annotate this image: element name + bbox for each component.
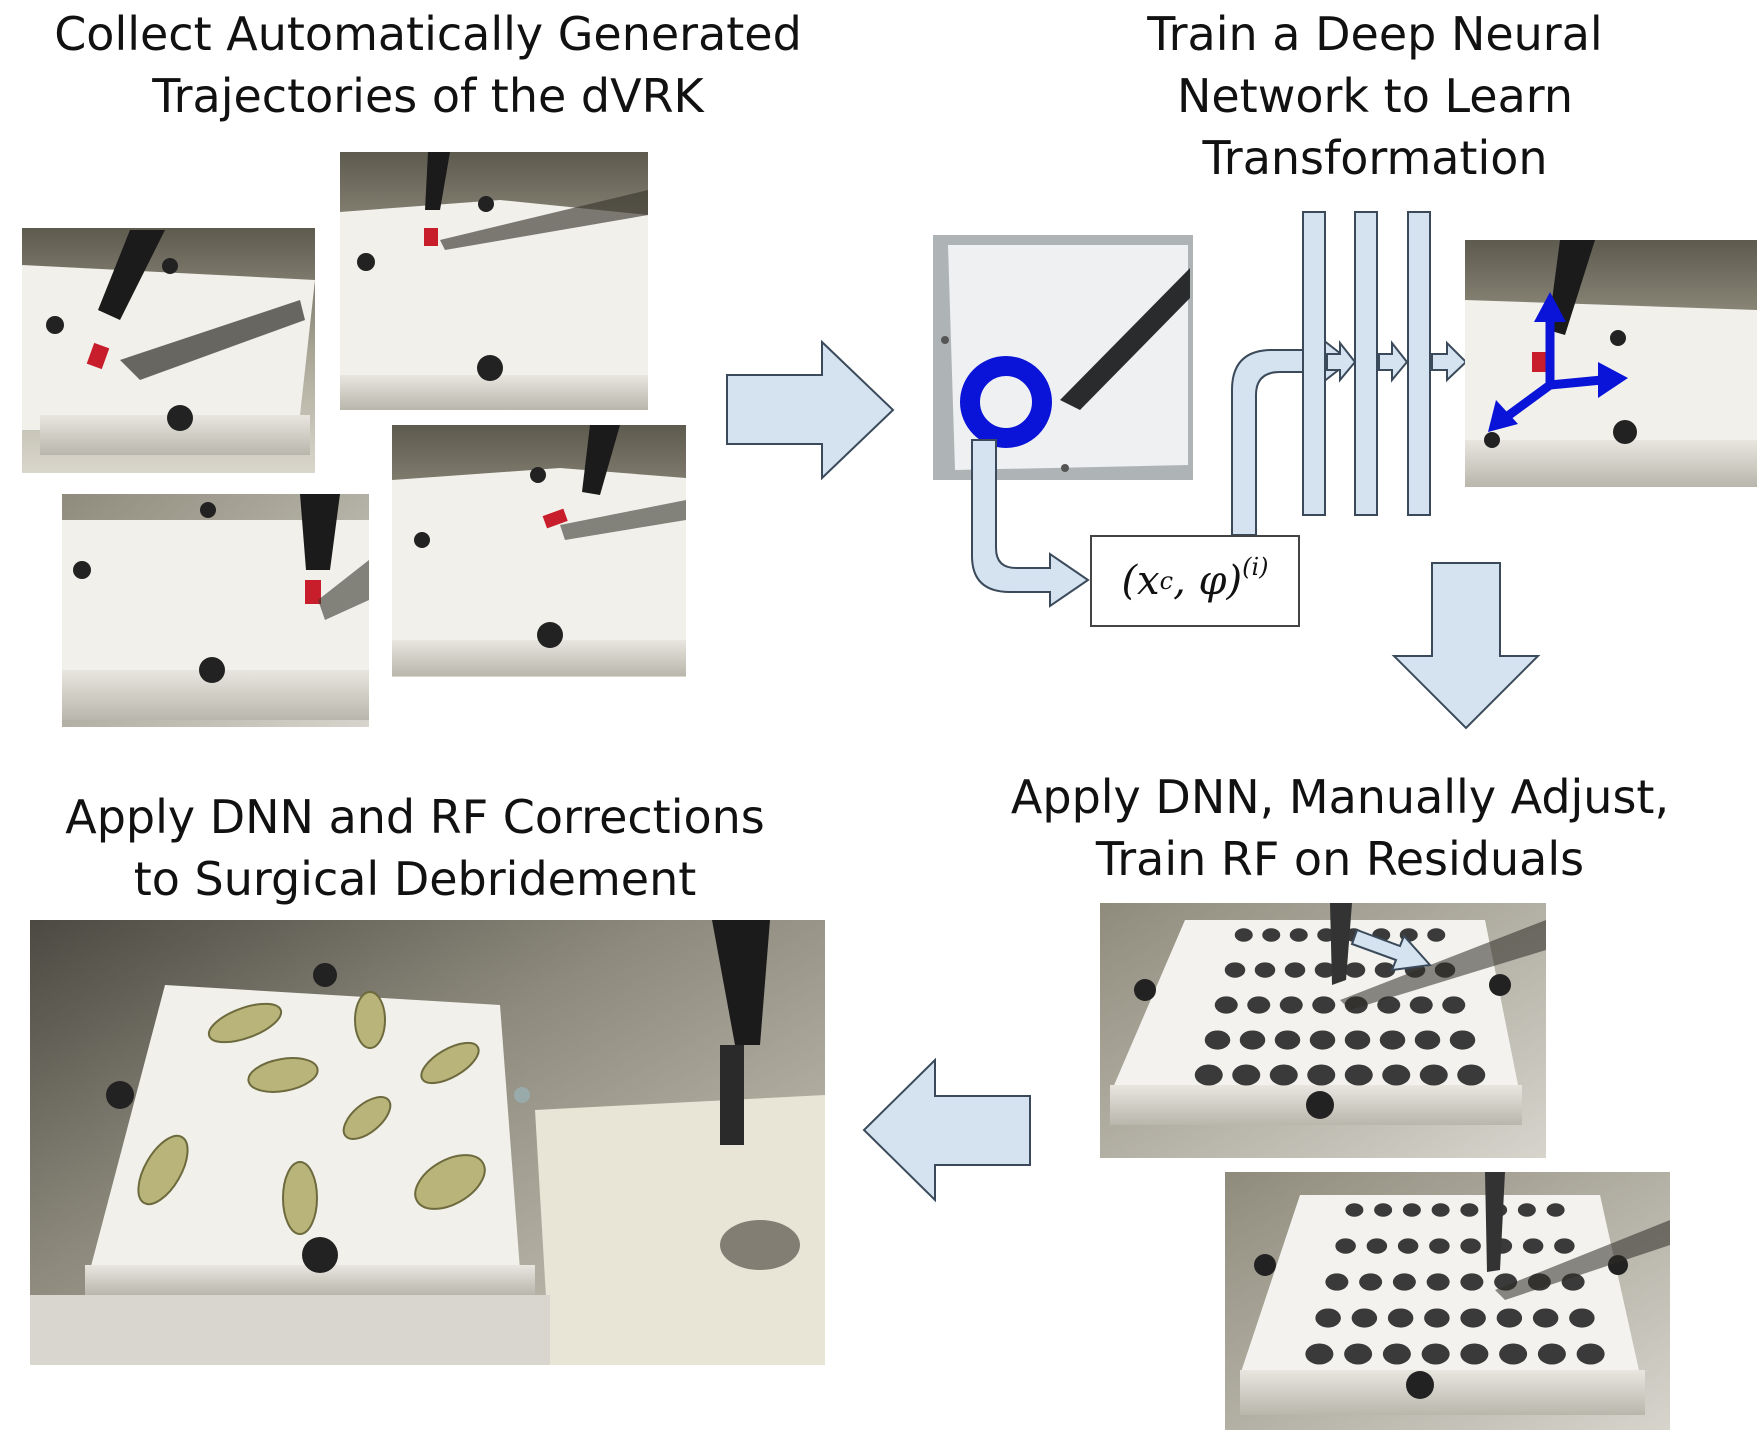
debridement-photo	[30, 920, 825, 1365]
calibration-dot	[1576, 1343, 1605, 1365]
calibration-dot	[1239, 1030, 1266, 1050]
calibration-dot	[1397, 1238, 1419, 1254]
trajectory-photo-3	[62, 494, 369, 727]
calibration-dot	[1457, 1064, 1486, 1086]
residual-photo-2	[1225, 1172, 1670, 1430]
calibration-dot	[1522, 1238, 1544, 1254]
formula-subscript: c	[1159, 567, 1174, 595]
layer-arrow-3	[1431, 340, 1468, 383]
trajectory-photo-4	[392, 425, 686, 677]
calibration-dot	[1344, 1030, 1371, 1050]
title-apply-debridement: Apply DNN and RF Corrections to Surgical…	[65, 790, 765, 906]
calibration-dot	[1377, 996, 1401, 1014]
calibration-dot	[1429, 1238, 1450, 1254]
calibration-dot	[1194, 1064, 1223, 1086]
calibration-dot	[1374, 1203, 1393, 1217]
calibration-dot	[1517, 1203, 1536, 1217]
trajectory-photo-2	[340, 152, 648, 410]
calibration-dot	[1431, 1203, 1450, 1217]
calibration-dot	[1392, 1273, 1416, 1291]
title-train-network: Train a Deep Neural Network to Learn Tra…	[1147, 7, 1603, 185]
calibration-dot	[1351, 1308, 1378, 1328]
calibration-dot	[1214, 996, 1238, 1014]
calibration-dot	[1232, 1064, 1261, 1086]
calibration-dot	[1460, 1238, 1481, 1254]
calibration-dot	[1307, 1064, 1336, 1086]
calibration-dot	[1460, 1203, 1479, 1217]
calibration-dot	[1460, 1308, 1486, 1328]
calibration-dot	[1387, 1308, 1414, 1328]
calibration-dot	[1554, 1238, 1575, 1254]
calibration-dot	[1496, 1308, 1523, 1328]
calibration-dot	[1426, 1273, 1450, 1291]
calibration-dot	[1569, 1308, 1595, 1328]
calibration-dot	[1460, 1273, 1484, 1291]
calibration-dot	[1409, 996, 1433, 1014]
calibration-dot	[1254, 962, 1276, 978]
calibration-dot	[1234, 928, 1253, 942]
calibration-dot	[1427, 928, 1446, 942]
calibration-dot	[1325, 1273, 1349, 1291]
formula-rest: , φ)	[1173, 558, 1243, 604]
target-ring-marker	[960, 356, 1052, 448]
calibration-dot	[1344, 1064, 1373, 1086]
calibration-dot	[1224, 962, 1246, 978]
calibration-dot	[1335, 1238, 1356, 1254]
residual-correction-arrow	[1350, 928, 1433, 972]
calibration-dot	[1262, 928, 1281, 942]
network-layer-1	[1302, 211, 1326, 516]
trajectory-photo-1	[22, 228, 315, 473]
calibration-dot	[1366, 1238, 1388, 1254]
calibration-dot	[1449, 1030, 1476, 1050]
calibration-dot	[1344, 1343, 1373, 1365]
residual-photo-1	[1100, 903, 1546, 1158]
calibration-dot	[1312, 996, 1336, 1014]
calibration-dot	[1204, 1030, 1231, 1050]
layer-arrow-2	[1378, 340, 1409, 383]
calibration-dot	[1379, 1030, 1406, 1050]
network-layer-2	[1354, 211, 1378, 516]
calibration-dot	[1309, 1030, 1336, 1050]
calibration-dot	[1279, 996, 1303, 1014]
arrow-down	[1391, 562, 1541, 730]
calibration-dot	[1382, 1064, 1411, 1086]
calibration-dot	[1344, 962, 1366, 978]
calibration-dot	[1414, 1030, 1441, 1050]
calibration-dot	[1537, 1343, 1566, 1365]
calibration-dot	[1289, 928, 1308, 942]
calibration-dot	[1269, 1064, 1298, 1086]
calibration-dot	[1421, 1343, 1450, 1365]
calibration-dot	[1274, 1030, 1301, 1050]
calibration-dot	[1532, 1308, 1559, 1328]
calibration-dot	[1460, 1343, 1489, 1365]
calibration-dot	[1359, 1273, 1383, 1291]
calibration-dot	[1345, 1203, 1364, 1217]
arrow-right-top	[726, 339, 895, 481]
coordinate-axes-icon	[1488, 292, 1628, 432]
calibration-dot	[1442, 996, 1466, 1014]
formula-main: (x	[1121, 558, 1160, 604]
calibration-dot	[1247, 996, 1271, 1014]
output-image	[1465, 240, 1757, 487]
calibration-dot	[1315, 1308, 1341, 1328]
layer-arrow-1	[1326, 340, 1357, 383]
calibration-dot	[1546, 1203, 1565, 1217]
calibration-dot	[1419, 1064, 1448, 1086]
calibration-dot	[1314, 962, 1336, 978]
title-collect-trajectories: Collect Automatically Generated Trajecto…	[54, 7, 802, 123]
calibration-dot	[1402, 1203, 1421, 1217]
calibration-dot	[1424, 1308, 1450, 1328]
calibration-dot	[1305, 1343, 1334, 1365]
calibration-dot	[1382, 1343, 1411, 1365]
arrow-left	[862, 1057, 1031, 1203]
network-layer-3	[1407, 211, 1431, 516]
formula-superscript: (i)	[1242, 553, 1269, 581]
calibration-dot	[1374, 962, 1396, 978]
title-apply-adjust: Apply DNN, Manually Adjust, Train RF on …	[1010, 770, 1670, 886]
calibration-dot	[1284, 962, 1306, 978]
pipe-ring-to-formula	[971, 439, 1090, 608]
calibration-dot	[1499, 1343, 1528, 1365]
